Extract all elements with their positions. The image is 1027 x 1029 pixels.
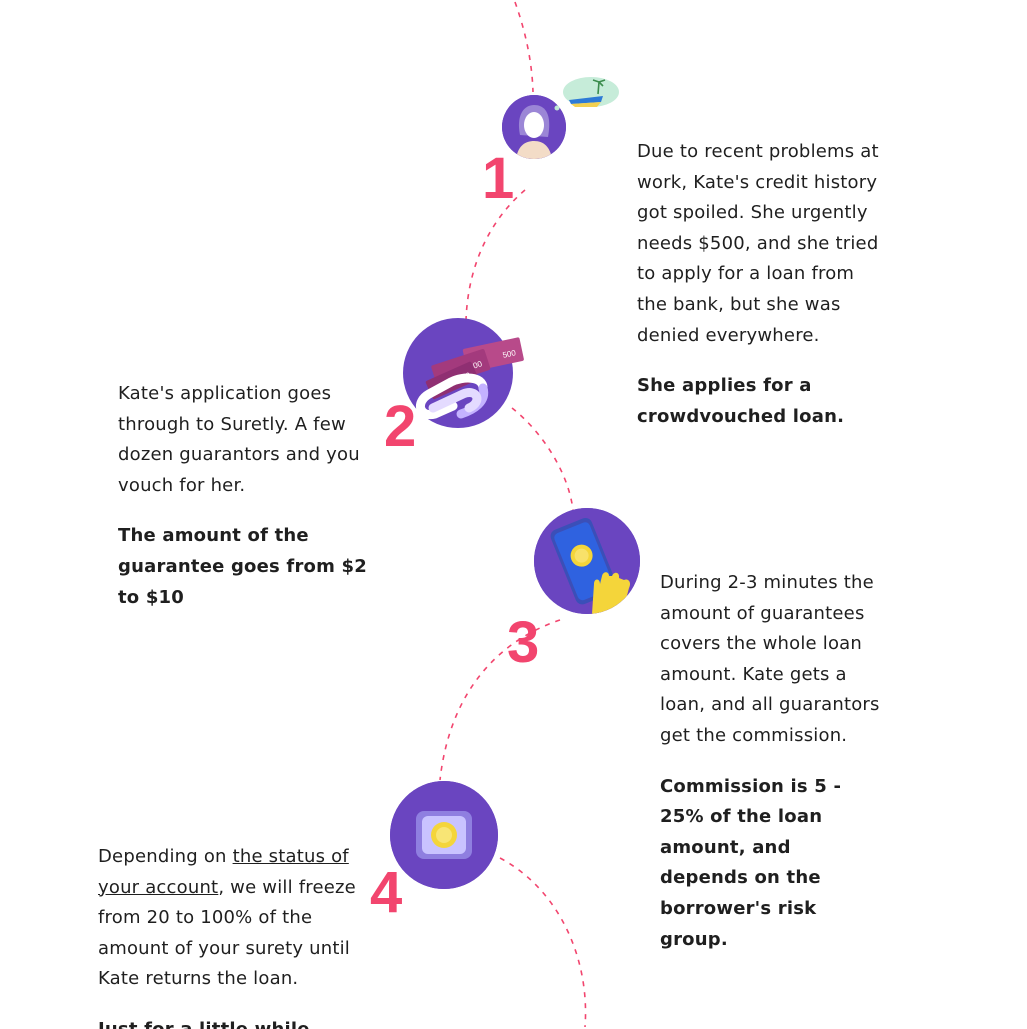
step-4-paragraph-suffix: , we will freeze from 20 to 100% of the … [98, 876, 356, 990]
step-4-emphasis: Just for a little while [98, 1015, 363, 1029]
frozen-coin-icon [390, 781, 498, 889]
woman-avatar-icon [502, 95, 566, 159]
step-2-text: Kate's application goes through to Suret… [118, 379, 368, 633]
step-4-text: Depending on the status of your account,… [98, 842, 363, 1029]
step-2-paragraph: Kate's application goes through to Suret… [118, 383, 360, 496]
step-4-paragraph-prefix: Depending on [98, 846, 233, 867]
step-number-4: 4 [370, 860, 403, 925]
card-value-1: 500 [502, 348, 517, 360]
step-1-paragraph: Due to recent problems at work, Kate's c… [637, 141, 879, 346]
frozen-coin-circle [390, 781, 498, 889]
step-3-paragraph: During 2-3 minutes the amount of guarant… [660, 572, 880, 746]
step-4-paragraph: Depending on the status of your account,… [98, 842, 363, 995]
thought-bubble-icon [554, 77, 619, 111]
phone-circle [534, 508, 640, 614]
account-status-link[interactable]: the status of your account [98, 846, 349, 898]
step-1-emphasis: She applies for a crowdvouched loan. [637, 375, 845, 427]
step-1-text: Due to recent problems at work, Kate's c… [637, 137, 882, 452]
step-number-1: 1 [482, 146, 515, 211]
step-3-emphasis: Commission is 5 - 25% of the loan amount… [660, 775, 842, 950]
step-3-text: During 2-3 minutes the amount of guarant… [660, 568, 885, 975]
step-2-emphasis: The amount of the guarantee goes from $2… [118, 525, 367, 608]
surety-logo-circle: 500 500 500 [403, 318, 524, 428]
phone-coin-hand-icon [534, 508, 640, 614]
step-number-2: 2 [384, 394, 417, 459]
step-number-3: 3 [507, 610, 540, 675]
surety-logo-cards-icon: 500 500 500 [403, 318, 524, 428]
avatar [502, 95, 566, 159]
